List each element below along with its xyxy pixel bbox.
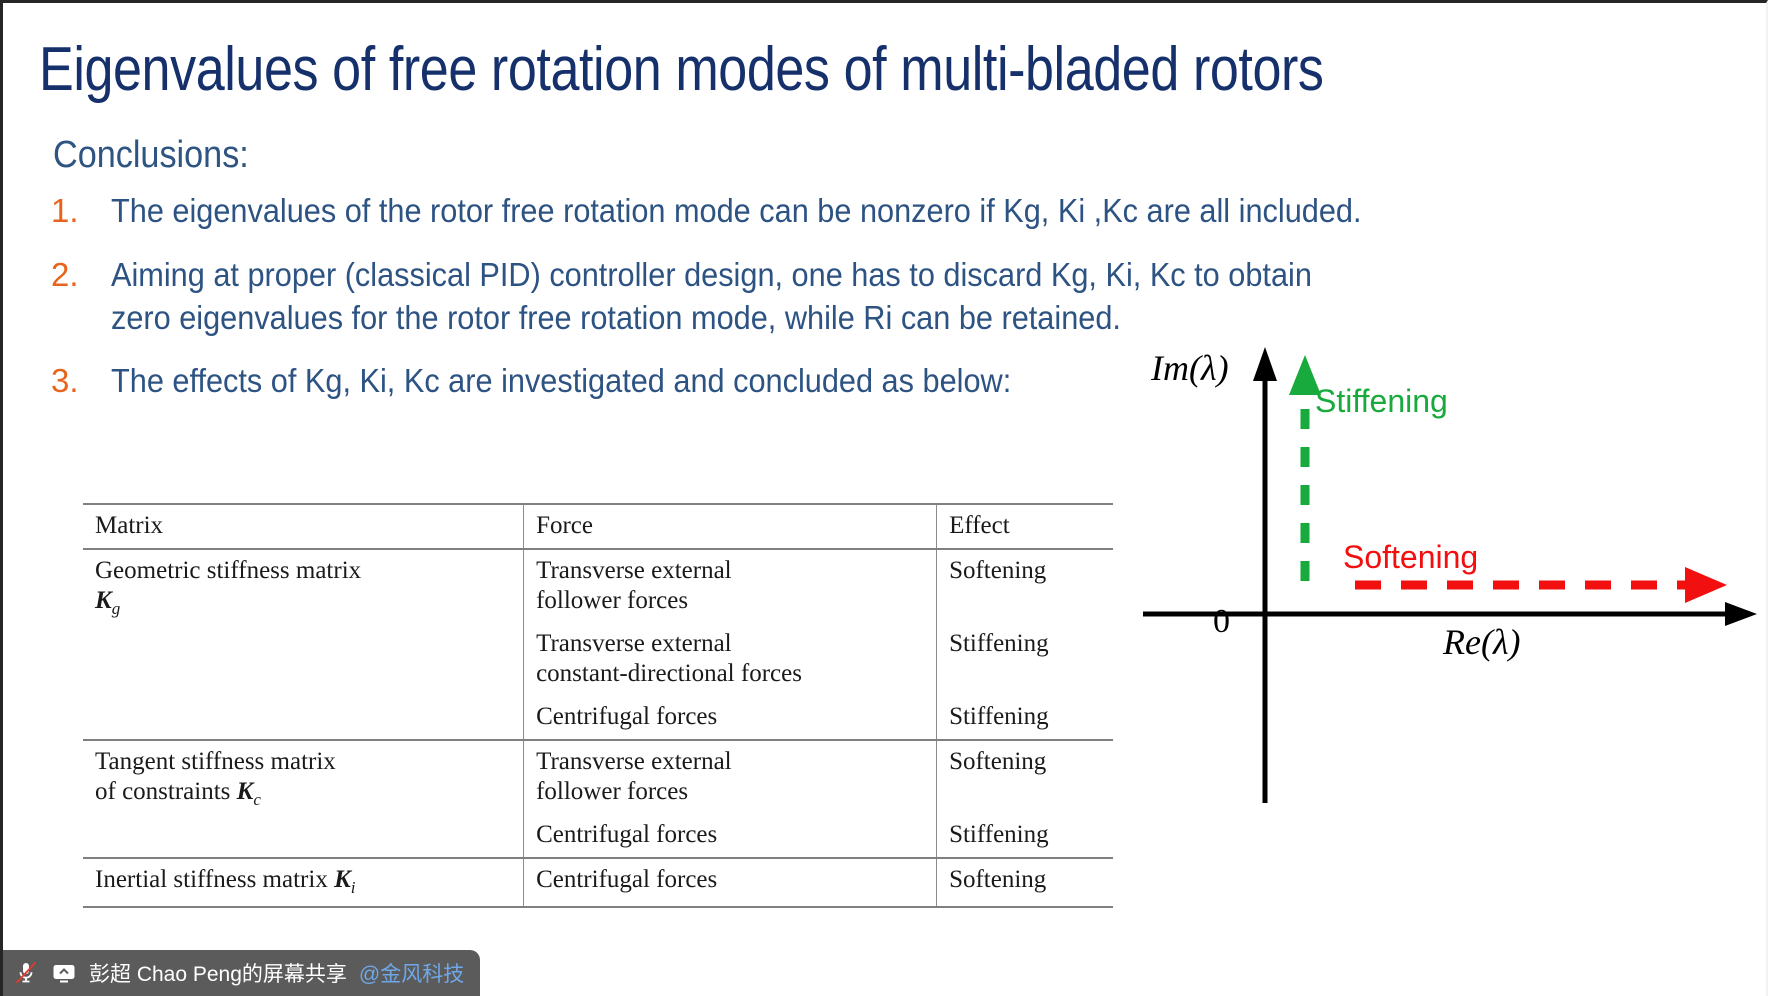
list-item: 2. Aiming at proper (classical PID) cont… [49, 253, 1469, 339]
matrix-symbol: Kg [95, 587, 121, 618]
effects-table: Matrix Force Effect Geometric stiffness … [83, 503, 1113, 908]
cell-effect: Stiffening [936, 814, 1113, 858]
force-line-2: follower forces [536, 587, 689, 614]
force-line-1: Centrifugal forces [536, 703, 718, 730]
cell-effect: Stiffening [936, 623, 1113, 696]
conclusions-list: 1. The eigenvalues of the rotor free rot… [49, 189, 1469, 423]
imaginary-axis-label: Im(λ) [1151, 348, 1229, 388]
diagram-svg [1143, 347, 1757, 803]
cell-force: Transverse external follower forces [523, 548, 937, 623]
cell-force: Transverse external follower forces [523, 739, 937, 814]
cell-force: Centrifugal forces [523, 696, 937, 740]
screen-share-icon[interactable] [51, 960, 77, 986]
cell-effect: Softening [936, 739, 1113, 814]
page-title: Eigenvalues of free rotation modes of mu… [39, 35, 1324, 104]
origin-label: 0 [1213, 603, 1230, 640]
cell-matrix: Tangent stiffness matrix of constraints … [83, 739, 524, 858]
cell-effect: Softening [936, 548, 1113, 623]
table-row: Centrifugal forces Stiffening [83, 814, 1113, 858]
cell-force: Transverse external constant-directional… [523, 623, 937, 696]
list-item-number: 3. [51, 362, 79, 399]
matrix-name: Tangent stiffness matrix [95, 748, 336, 775]
cell-matrix: Inertial stiffness matrix Ki [83, 857, 524, 908]
force-line-1: Centrifugal forces [536, 821, 718, 848]
matrix-name: Geometric stiffness matrix [95, 557, 362, 584]
force-line-1: Transverse external [536, 748, 732, 775]
list-item-text: The eigenvalues of the rotor free rotati… [111, 192, 1362, 229]
column-header-effect: Effect [936, 503, 1113, 549]
table-row: Inertial stiffness matrix Ki Centrifugal… [83, 857, 1113, 908]
share-org-text: @金风科技 [358, 963, 465, 986]
cell-force: Centrifugal forces [523, 857, 937, 908]
complex-plane-diagram: Im(λ) Re(λ) 0 Stiffening Softening [1143, 333, 1763, 853]
screen-share-bar[interactable]: 彭超 Chao Peng的屏幕共享 @金风科技 [3, 950, 481, 996]
table-row: Transverse external constant-directional… [83, 623, 1113, 696]
matrix-name: Inertial stiffness matrix [95, 866, 328, 893]
force-line-1: Transverse external [536, 557, 732, 584]
list-item-number: 1. [51, 192, 79, 229]
stiffening-arrow-head [1289, 355, 1321, 395]
real-axis-label: Re(λ) [1443, 622, 1521, 662]
force-line-2: follower forces [536, 778, 689, 805]
real-axis-arrowhead [1725, 602, 1757, 626]
stiffening-label: Stiffening [1315, 383, 1448, 419]
cell-matrix: Geometric stiffness matrix Kg [83, 548, 524, 740]
list-item: 3. The effects of Kg, Ki, Kc are investi… [49, 359, 1469, 403]
list-item-number: 2. [51, 256, 79, 293]
microphone-muted-icon[interactable] [13, 960, 39, 986]
list-item-text: Aiming at proper (classical PID) control… [111, 256, 1312, 336]
softening-arrow-head [1685, 567, 1727, 603]
cell-effect: Stiffening [936, 696, 1113, 740]
matrix-symbol: Ki [334, 866, 356, 897]
cell-effect: Softening [936, 857, 1113, 908]
column-header-matrix: Matrix [83, 503, 524, 549]
matrix-name-line2: of constraints Kc [95, 778, 261, 809]
force-line-2: constant-directional forces [536, 660, 802, 687]
share-owner-text: 彭超 Chao Peng的屏幕共享 [89, 963, 347, 986]
column-header-force: Force [523, 503, 937, 549]
imaginary-axis-arrowhead [1253, 347, 1277, 381]
table-row: Geometric stiffness matrix Kg Transverse… [83, 548, 1113, 740]
conclusions-heading: Conclusions: [53, 134, 249, 176]
table-row: Tangent stiffness matrix of constraints … [83, 739, 1113, 858]
cell-force: Centrifugal forces [523, 814, 937, 858]
softening-label: Softening [1343, 539, 1479, 575]
force-line-1: Transverse external [536, 630, 732, 657]
list-item-text: The effects of Kg, Ki, Kc are investigat… [111, 362, 1012, 399]
table-row: Centrifugal forces Stiffening [83, 696, 1113, 740]
list-item: 1. The eigenvalues of the rotor free rot… [49, 189, 1469, 233]
table-header-row: Matrix Force Effect [83, 503, 1113, 549]
